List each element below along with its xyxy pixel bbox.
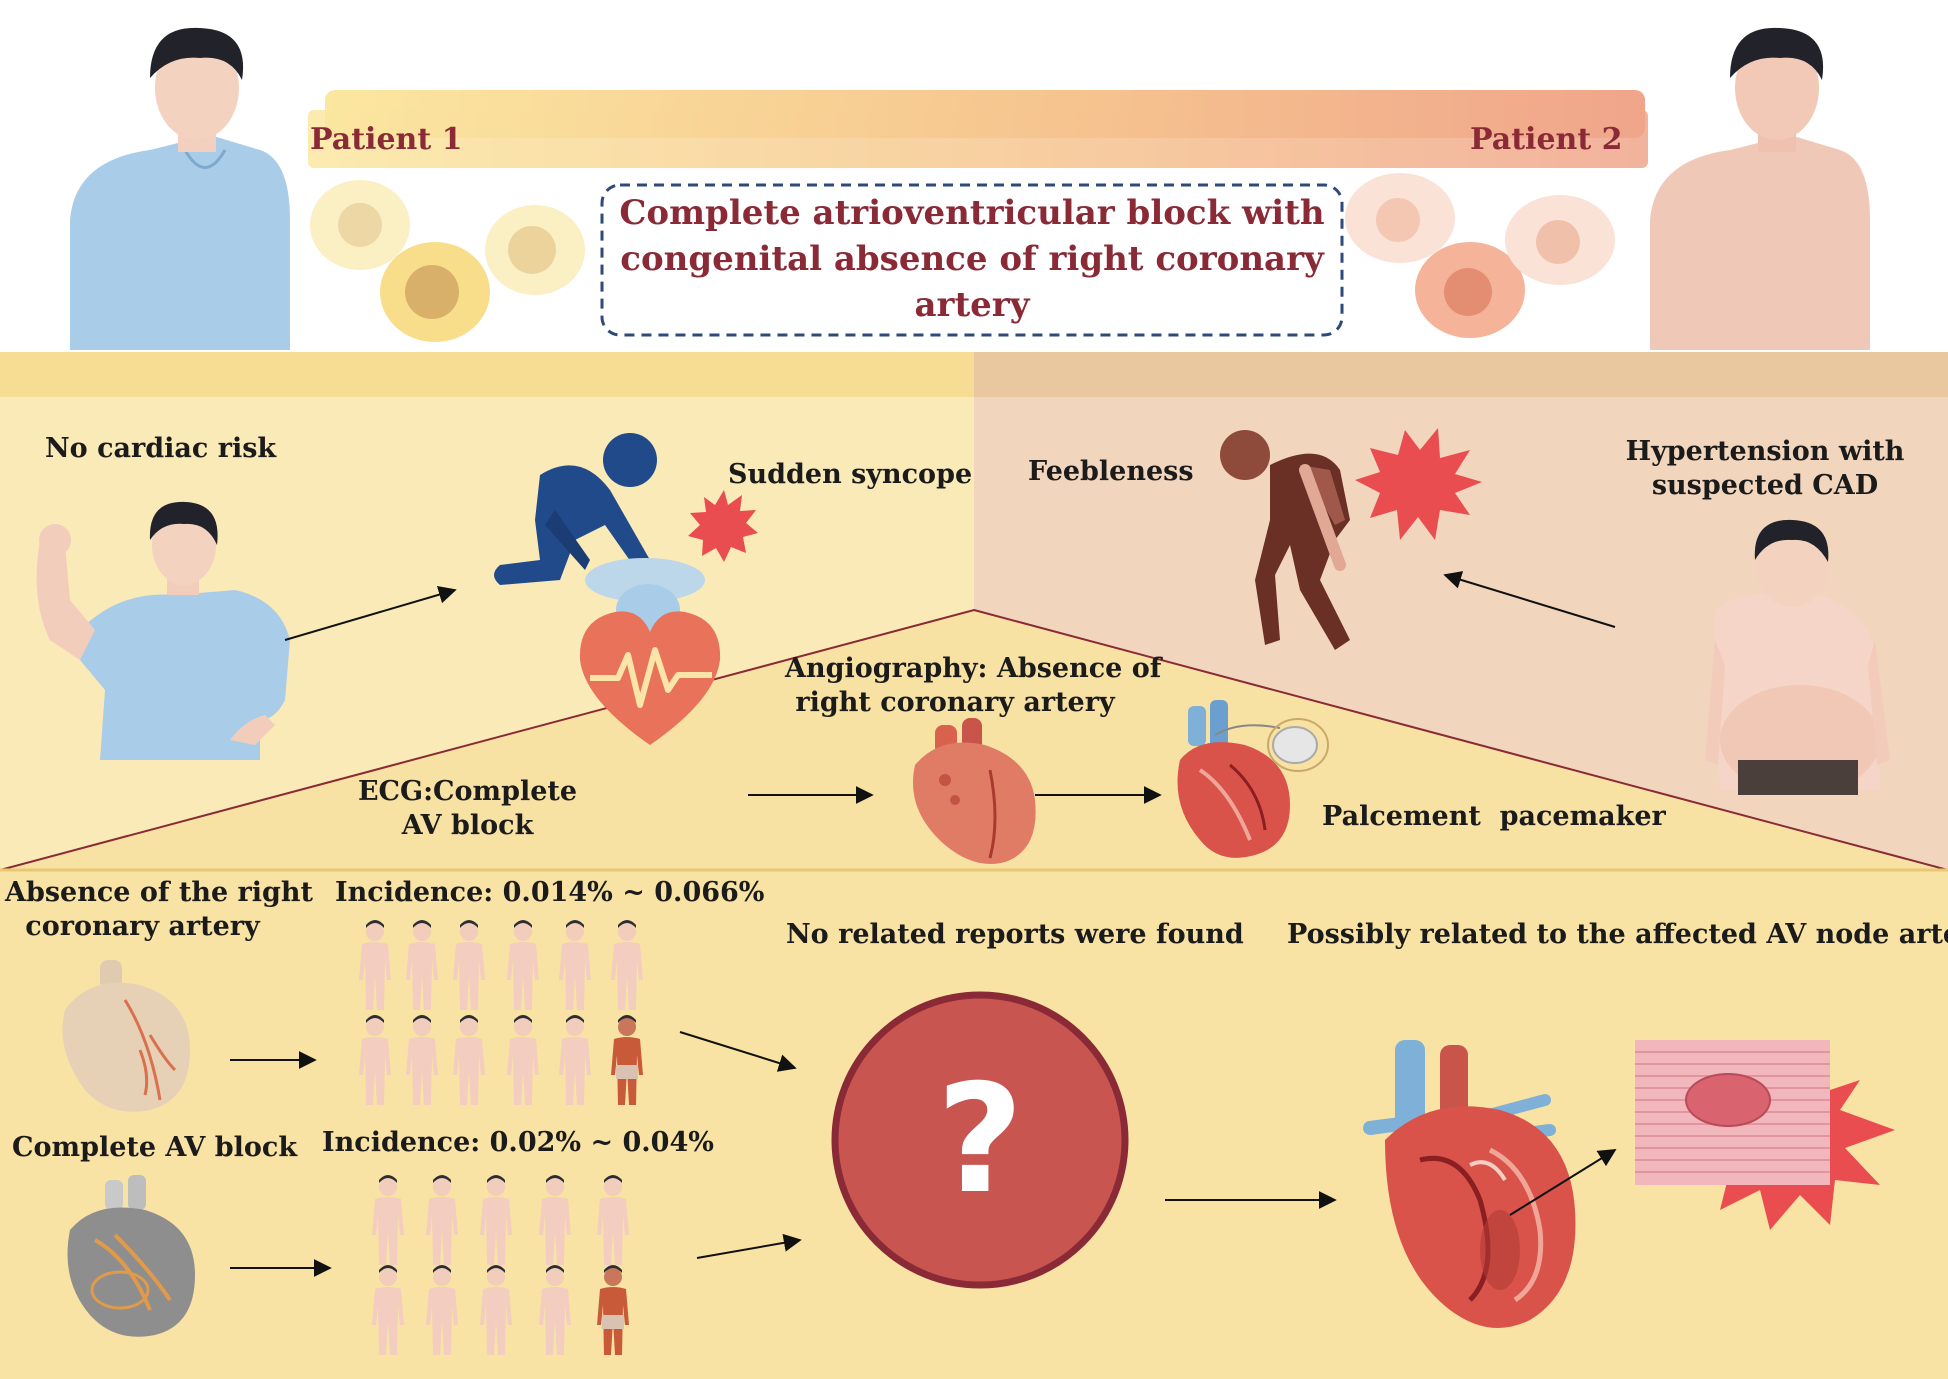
patient1-person-icon <box>70 27 290 350</box>
rca-absence-label: Absence of the right coronary artery <box>5 877 314 942</box>
avb-incidence-label: Incidence: 0.02% ~ 0.04% <box>322 1127 714 1158</box>
patient1-header-strip <box>0 352 974 397</box>
burst-icon <box>688 490 758 562</box>
hypothesis-label: Possibly related to the affected AV node… <box>1287 919 1948 950</box>
patient1-label: Patient 1 <box>310 122 463 157</box>
coronary-heart-icon <box>62 960 190 1112</box>
page-title: Complete atrioventricular block with con… <box>602 185 1342 335</box>
avb-label: Complete AV block <box>12 1132 298 1163</box>
patient2-label: Patient 2 <box>1470 122 1623 157</box>
feebleness-label: Feebleness <box>1028 456 1194 487</box>
title-line-2: congenital absence of right coronary art… <box>620 239 1324 325</box>
angiography-label: Angiography: Absence of right coronary a… <box>785 653 1162 718</box>
fatigue-figure-icon <box>1220 430 1350 650</box>
rca-incidence-label: Incidence: 0.014% ~ 0.066% <box>335 877 765 908</box>
conduction-heart-icon <box>67 1175 195 1337</box>
title-box <box>600 183 1344 337</box>
av-node-tissue-icon <box>1635 1040 1830 1185</box>
heart-rate-icon <box>579 611 721 745</box>
title-line-1: Complete atrioventricular block with <box>619 193 1325 234</box>
no-reports-label: No related reports were found <box>786 919 1244 950</box>
cells-right-icon <box>1345 173 1615 338</box>
hypertension-label: Hypertension with suspected CAD <box>1625 436 1905 501</box>
cells-left-icon <box>310 180 585 342</box>
heart-anatomy-icon <box>913 718 1036 864</box>
question-mark-icon: ? <box>936 1053 1024 1227</box>
ecg-label: ECG:Complete AV block <box>357 776 578 841</box>
large-heart-icon <box>1363 1040 1576 1328</box>
pacemaker-label: Palcement pacemaker <box>1322 801 1666 832</box>
burst-icon <box>1355 428 1482 540</box>
patient2-person-icon <box>1650 27 1870 350</box>
healthy-person-icon <box>36 501 290 760</box>
sudden-syncope-label: Sudden syncope <box>728 459 973 490</box>
pacemaker-heart-icon <box>1177 700 1329 858</box>
patient2-header-strip <box>974 352 1948 397</box>
obese-person-icon <box>1705 519 1890 795</box>
no-cardiac-risk-label: No cardiac risk <box>45 433 277 464</box>
question-circle <box>831 991 1129 1289</box>
